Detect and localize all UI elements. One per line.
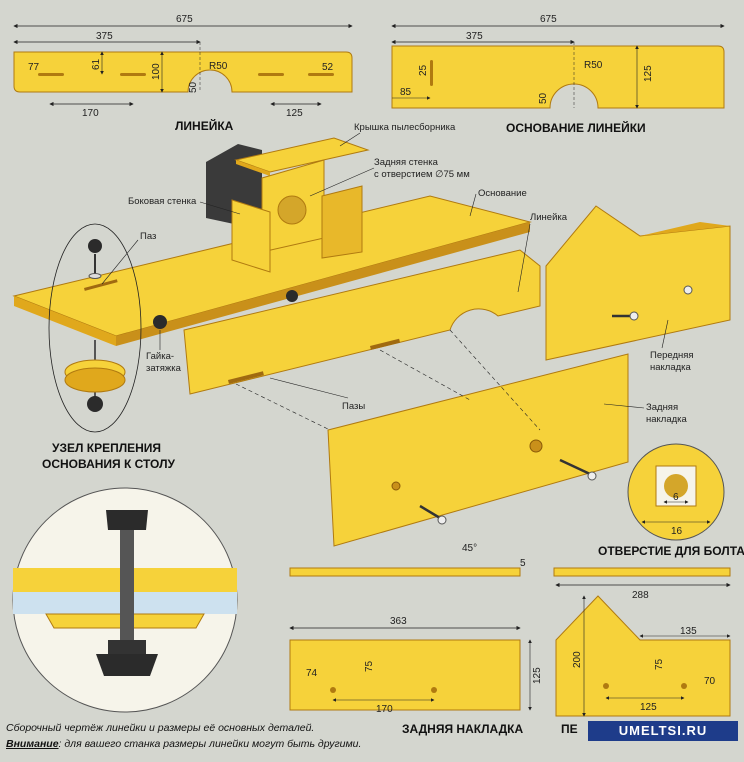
base-dim-50: 50 bbox=[538, 92, 549, 104]
front-plate-dim-135: 135 bbox=[680, 626, 697, 637]
bolt-hole-title: ОТВЕРСТИЕ ДЛЯ БОЛТА bbox=[598, 544, 744, 558]
label-rear-plate-2: накладка bbox=[646, 414, 688, 425]
bevel-thickness: 5 bbox=[520, 558, 526, 569]
label-front-plate-2: накладка bbox=[650, 362, 692, 373]
rear-plate-dim-125: 125 bbox=[532, 667, 543, 684]
bolt-dim-16: 16 bbox=[671, 526, 683, 537]
label-slot: Паз bbox=[140, 231, 156, 242]
front-plate-detail: 288 135 200 75 125 70 ПЕ bbox=[555, 582, 731, 736]
rear-plate-dim-170: 170 bbox=[376, 704, 393, 715]
ruler-base-title: ОСНОВАНИЕ ЛИНЕЙКИ bbox=[506, 120, 646, 135]
callouts: Крышка пылесборника Задняя стенка с отве… bbox=[101, 122, 694, 425]
label-base: Основание bbox=[478, 188, 527, 199]
rear-plate-title: ЗАДНЯЯ НАКЛАДКА bbox=[402, 722, 523, 736]
ruler-dim-50: 50 bbox=[188, 81, 199, 93]
caption-line-2: Внимание: для вашего станка размеры лине… bbox=[6, 738, 361, 750]
ruler-base-detail: 675 375 25 R50 125 85 50 ОСНОВАНИЕ ЛИНЕЙ… bbox=[391, 14, 725, 135]
label-rear-wall-1: Задняя стенка bbox=[374, 157, 439, 168]
front-plate-dim-288: 288 bbox=[632, 590, 649, 601]
label-nut-2: затяжка bbox=[146, 363, 182, 374]
base-dim-675: 675 bbox=[540, 14, 557, 25]
ruler-dim-375: 375 bbox=[96, 31, 113, 42]
side-wall-left bbox=[231, 199, 271, 273]
base-dim-85: 85 bbox=[400, 87, 412, 98]
ruler-title: ЛИНЕЙКА bbox=[175, 118, 234, 133]
rear-plate-3d bbox=[327, 353, 629, 547]
ruler-dim-r50: R50 bbox=[209, 61, 228, 72]
rear-plate-dim-363: 363 bbox=[390, 616, 407, 627]
label-ruler: Линейка bbox=[530, 212, 568, 223]
base-dim-r50: R50 bbox=[584, 60, 603, 71]
label-side-wall: Боковая стенка bbox=[128, 196, 197, 207]
ruler-slots bbox=[38, 73, 334, 76]
label-rear-wall-2: с отверстием ∅75 мм bbox=[374, 169, 470, 180]
front-plate-title-partial: ПЕ bbox=[561, 722, 578, 736]
bevel-strips: 45° 5 bbox=[289, 543, 731, 577]
ruler-board bbox=[13, 51, 353, 93]
front-plate-dim-75: 75 bbox=[654, 658, 665, 670]
caption-line-2-text: : для вашего станка размеры линейки могу… bbox=[58, 738, 362, 750]
ruler-dim-61: 61 bbox=[91, 58, 102, 70]
ruler-dim-77: 77 bbox=[28, 62, 40, 73]
ruler-3d bbox=[183, 249, 541, 395]
ruler-base-board bbox=[391, 45, 725, 109]
caption-attention: Внимание bbox=[6, 738, 59, 750]
front-plate-3d bbox=[545, 205, 731, 361]
label-slots: Пазы bbox=[342, 401, 365, 412]
mount-node-title-2: ОСНОВАНИЯ К СТОЛУ bbox=[42, 457, 175, 471]
ruler-dim-170: 170 bbox=[82, 108, 99, 119]
front-plate-dim-200: 200 bbox=[572, 651, 583, 668]
caption-line-1: Сборочный чертёж линейки и размеры её ос… bbox=[6, 722, 315, 734]
ruler-dim-675: 675 bbox=[176, 14, 193, 25]
mount-node-title-1: УЗЕЛ КРЕПЛЕНИЯ bbox=[52, 441, 161, 455]
mount-node-detail: УЗЕЛ КРЕПЛЕНИЯ ОСНОВАНИЯ К СТОЛУ bbox=[12, 223, 238, 713]
ruler-dim-52: 52 bbox=[322, 62, 334, 73]
label-front-plate-1: Передняя bbox=[650, 350, 694, 361]
bolt-hole-detail: 6 16 ОТВЕРСТИЕ ДЛЯ БОЛТА bbox=[598, 443, 744, 558]
label-nut-1: Гайка- bbox=[146, 351, 174, 362]
ruler-detail: 675 375 77 61 100 R50 50 52 170 125 ЛИНЕ… bbox=[13, 14, 353, 133]
rear-plate-dim-75: 75 bbox=[364, 660, 375, 672]
base-dim-375: 375 bbox=[466, 31, 483, 42]
bevel-angle: 45° bbox=[462, 543, 477, 554]
label-dust-cover: Крышка пылесборника bbox=[354, 122, 456, 133]
base-dim-125: 125 bbox=[643, 65, 654, 82]
watermark-logo: UMELTSI.RU bbox=[588, 721, 738, 741]
assembly-view bbox=[12, 137, 731, 547]
ruler-dim-125: 125 bbox=[286, 108, 303, 119]
label-rear-plate-1: Задняя bbox=[646, 402, 678, 413]
rear-plate-dim-74: 74 bbox=[306, 668, 318, 679]
front-plate-dim-125: 125 bbox=[640, 702, 657, 713]
bolt-dim-6: 6 bbox=[673, 492, 679, 503]
rear-plate-detail: 363 75 125 74 170 ЗАДНЯЯ НАКЛАДКА bbox=[289, 616, 543, 736]
front-plate-dim-70: 70 bbox=[704, 676, 716, 687]
base-dim-25: 25 bbox=[418, 64, 429, 76]
ruler-dim-100: 100 bbox=[151, 63, 162, 80]
